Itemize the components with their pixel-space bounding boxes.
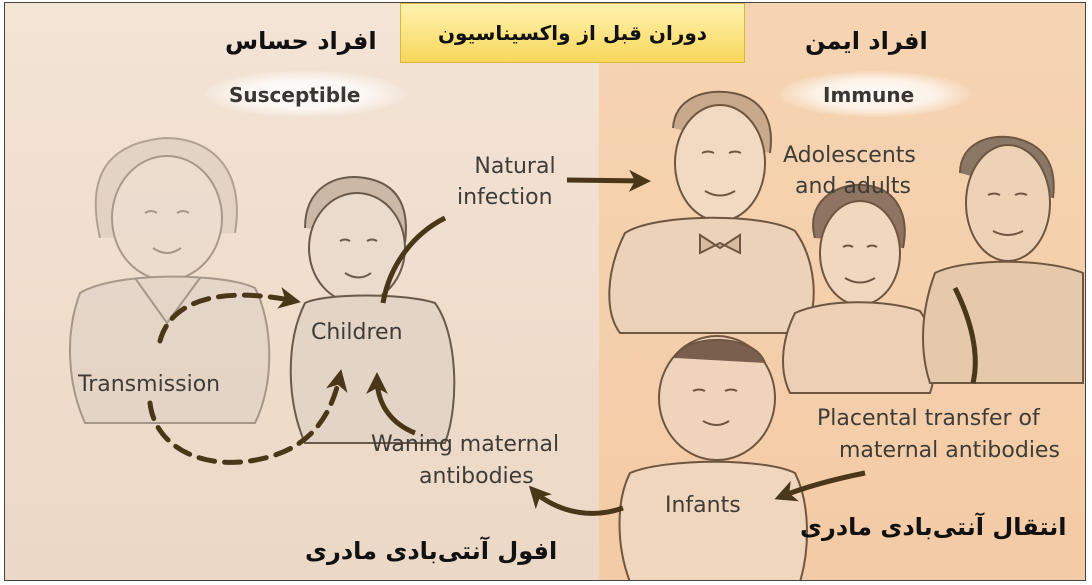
- natural-label-line2: infection: [457, 184, 553, 211]
- older-man-figure: [923, 137, 1083, 383]
- waning-label-line2: antibodies: [419, 463, 534, 490]
- immune-title-fa: افراد ایمن: [805, 27, 928, 55]
- adults-label-line2: and adults: [795, 173, 911, 200]
- era-title-box: دوران قبل از واکسیناسیون: [400, 3, 745, 63]
- susceptible-title-en: Susceptible: [229, 83, 360, 107]
- infant-figure: [619, 336, 806, 581]
- waning-caption-fa: افول آنتی‌بادی مادری: [305, 537, 557, 565]
- era-title: دوران قبل از واکسیناسیون: [438, 21, 707, 45]
- waning-label-line1: Waning maternal: [371, 431, 559, 458]
- transfer-caption-fa: انتقال آنتی‌بادی مادری: [800, 513, 1067, 541]
- infants-to-waning-arrow: [533, 490, 623, 513]
- placental-label-line1: Placental transfer of: [817, 405, 1040, 432]
- susceptible-title-fa: افراد حساس: [225, 27, 377, 55]
- children-label: Children: [311, 319, 403, 346]
- placental-label-line2: maternal antibodies: [839, 437, 1060, 464]
- young-man-figure: [609, 92, 813, 333]
- transmission-label: Transmission: [78, 371, 220, 398]
- natural-infection-arrow: [567, 180, 645, 181]
- diagram-frame: دوران قبل از واکسیناسیون افراد حساس Susc…: [4, 2, 1086, 581]
- boy-figure: [291, 177, 455, 443]
- adults-label-line1: Adolescents: [783, 142, 916, 169]
- immune-title-en: Immune: [823, 83, 914, 107]
- natural-label-line1: Natural: [465, 153, 565, 180]
- infants-label: Infants: [665, 492, 741, 519]
